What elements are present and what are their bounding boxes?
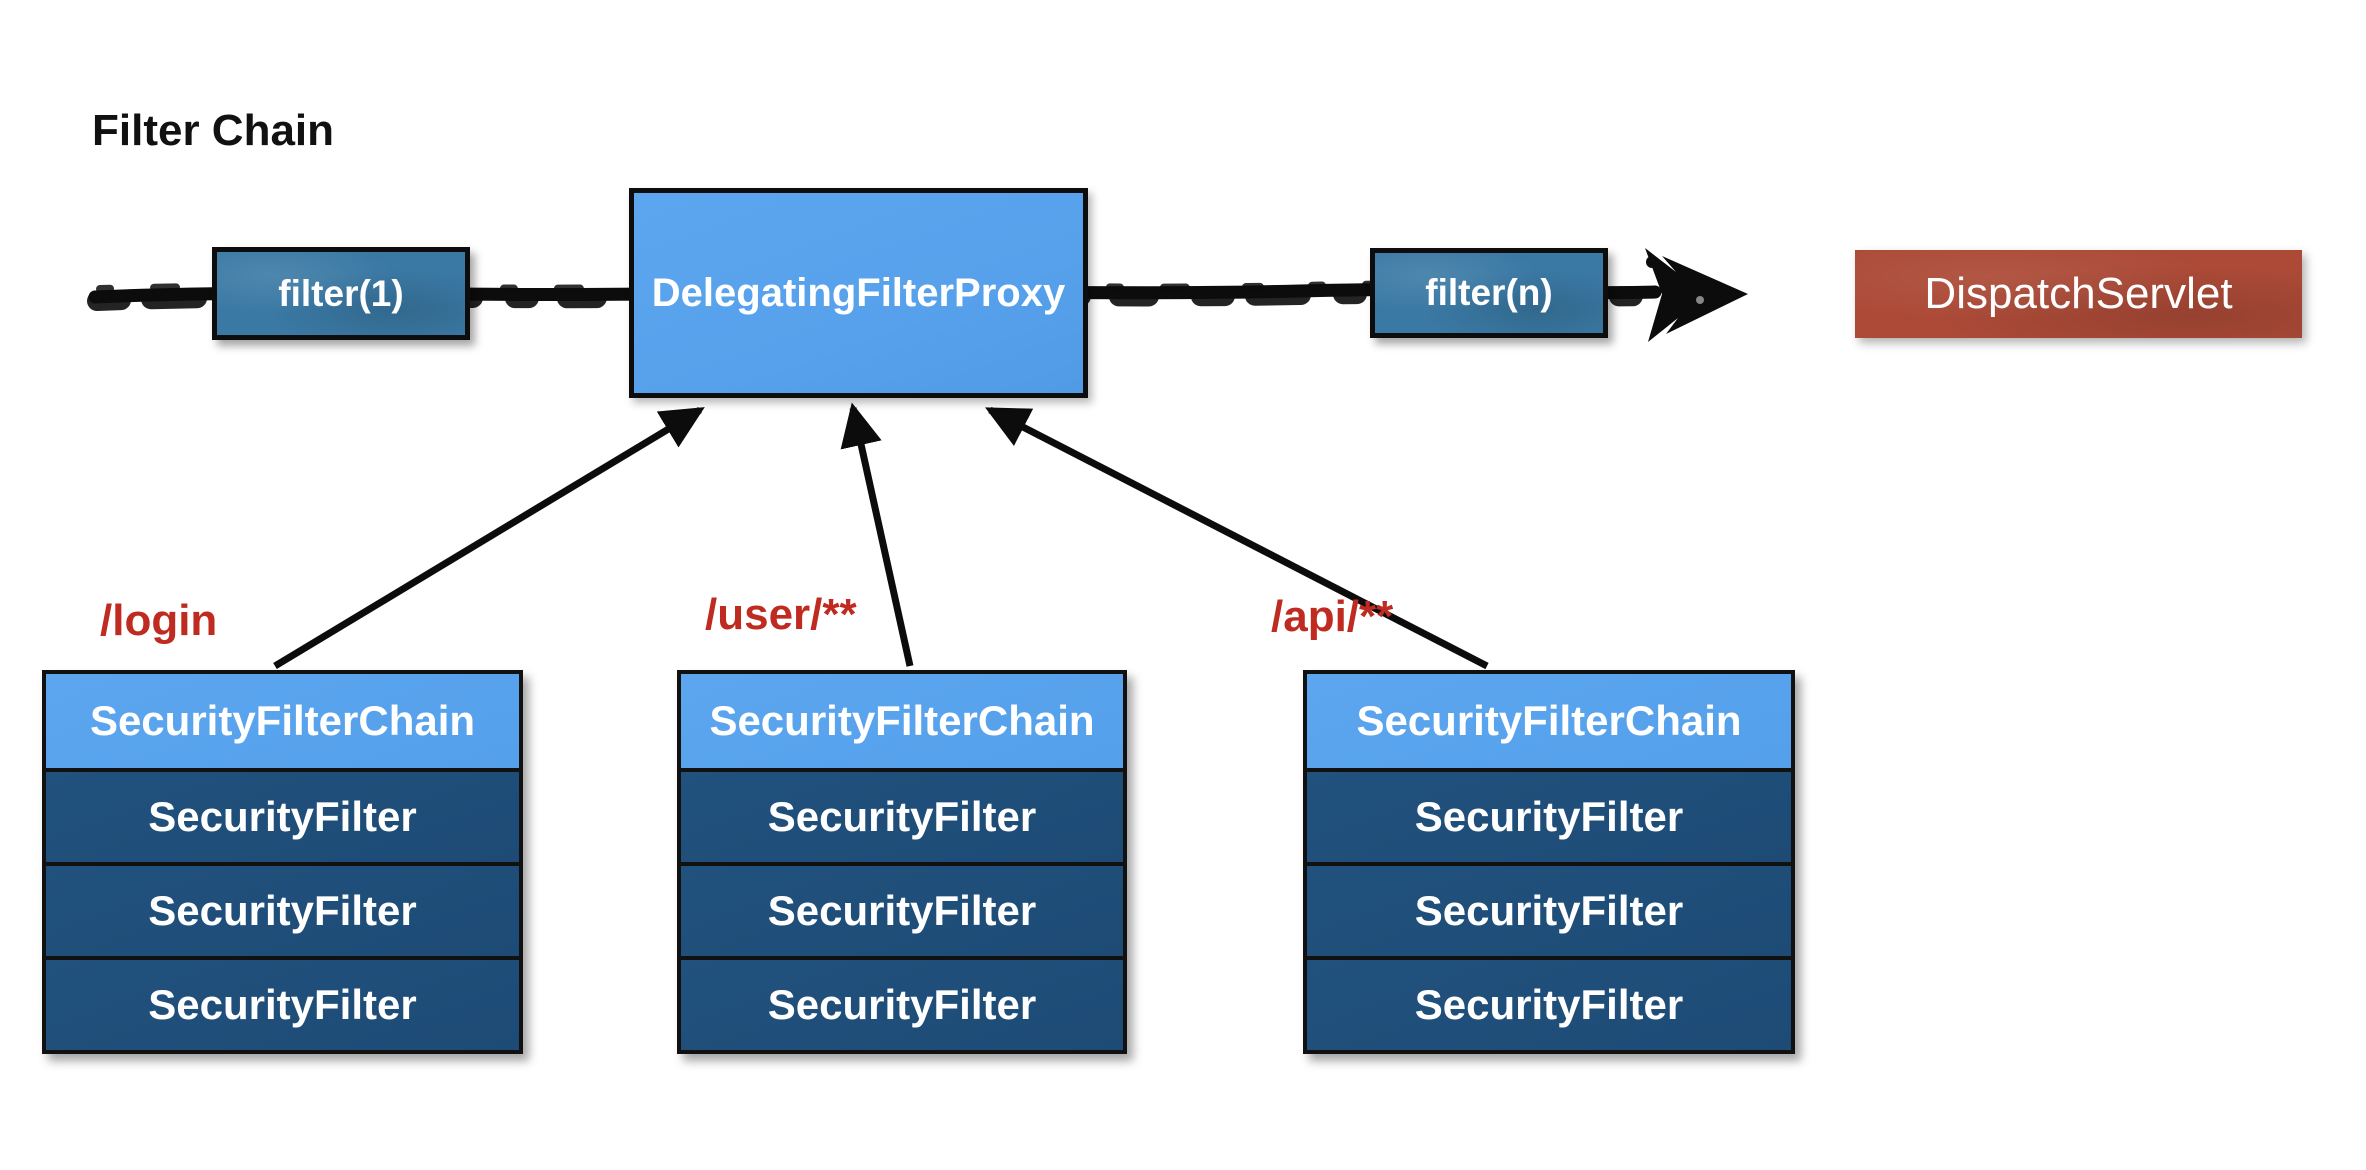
security-filter-chain-header: SecurityFilterChain [46,674,519,768]
security-filter-row: SecurityFilter [681,768,1123,862]
security-filter-chain-header: SecurityFilterChain [681,674,1123,768]
security-filter-row: SecurityFilter [1307,862,1791,956]
security-filter-chain-stack-login: SecurityFilterChain SecurityFilter Secur… [42,670,523,1054]
filter1-label: filter(1) [278,272,404,314]
dispatch-servlet-label: DispatchServlet [1924,269,2233,318]
chain-arrow-user [840,402,914,667]
security-filter-row: SecurityFilter [46,956,519,1050]
security-filter-row: SecurityFilter [1307,768,1791,862]
security-filter-chain-header: SecurityFilterChain [1307,674,1791,768]
security-filter-row: SecurityFilter [46,768,519,862]
filtern-label: filter(n) [1425,272,1553,313]
security-filter-chain-stack-api: SecurityFilterChain SecurityFilter Secur… [1303,670,1795,1054]
security-filter-chain-stack-user: SecurityFilterChain SecurityFilter Secur… [677,670,1127,1054]
flow-arrowhead [1645,248,1748,342]
path-label-login: /login [100,596,218,645]
delegating-filter-proxy-label: DelegatingFilterProxy [651,270,1066,315]
diagram-title: Filter Chain [92,106,335,155]
filter1-box: filter(1) [212,247,470,340]
path-label-api: /api/** [1271,592,1394,641]
chain-arrow-api [985,406,1489,670]
chain-arrow-login [273,407,705,669]
security-filter-row: SecurityFilter [46,862,519,956]
security-filter-row: SecurityFilter [681,862,1123,956]
path-label-user: /user/** [705,590,857,639]
security-filter-row: SecurityFilter [1307,956,1791,1050]
delegating-filter-proxy-box: DelegatingFilterProxy [629,188,1088,398]
security-filter-row: SecurityFilter [681,956,1123,1050]
dispatch-servlet-box: DispatchServlet [1855,250,2302,338]
filtern-box: filter(n) [1370,248,1608,338]
